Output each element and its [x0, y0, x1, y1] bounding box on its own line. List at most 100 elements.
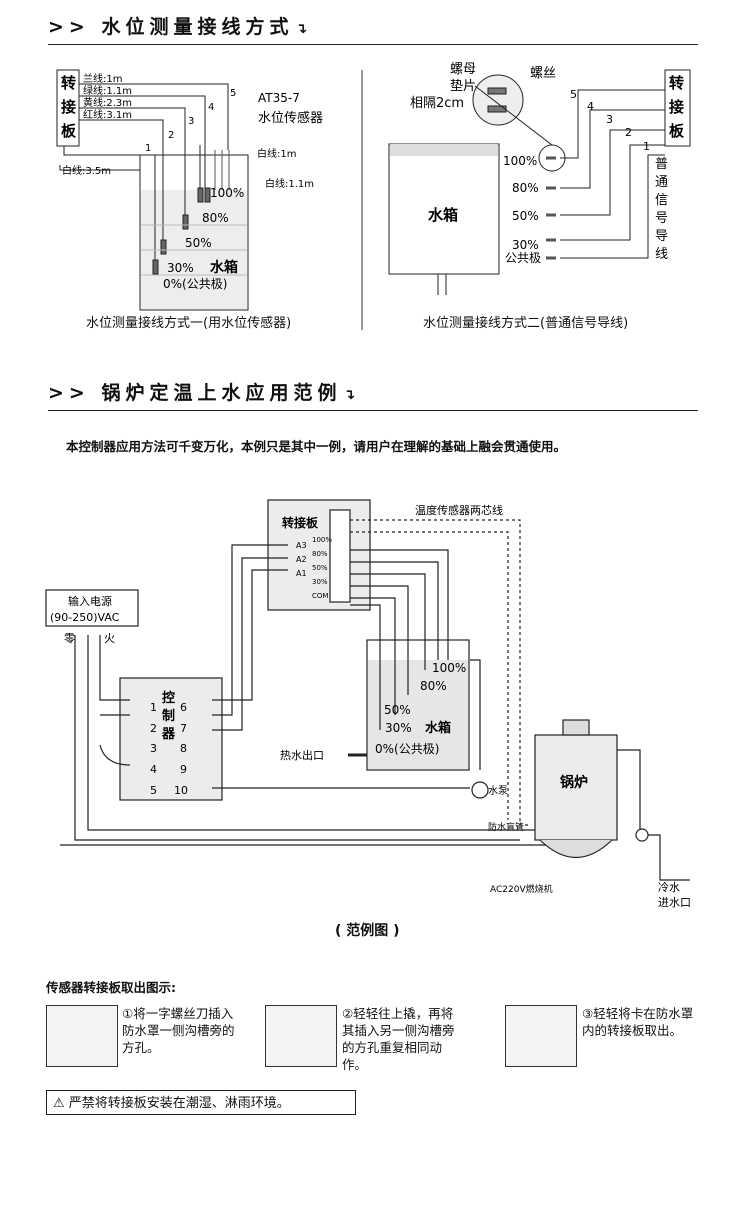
- section2-title: >> 锅炉定温上水应用范例↴: [48, 382, 361, 404]
- term-8: 8: [180, 742, 187, 755]
- ctrl-char3: 器: [161, 727, 176, 742]
- step3-image: [505, 1005, 577, 1067]
- board-com: COM: [312, 592, 328, 600]
- board2-char2: 接: [669, 98, 684, 116]
- signal-c5: 导: [655, 229, 668, 244]
- removal-title: 传感器转接板取出图示:: [46, 980, 176, 995]
- board-30: 30%: [312, 578, 328, 586]
- nut-label: 螺母: [450, 62, 476, 77]
- wire-red: 红线:3.1m: [83, 108, 132, 121]
- signal-c4: 号: [655, 211, 668, 226]
- white-1m: 白线:1m: [257, 147, 296, 160]
- wiring-diagram-1-and-2: 转 接 板 兰线:1m 绿线:1.1m 黄线:2.3m 红线:3.1m 1 2 …: [56, 62, 691, 330]
- burner-label: AC220V燃烧机: [490, 883, 553, 895]
- board-a3: A3: [296, 541, 307, 550]
- pump-symbol: [471, 781, 489, 799]
- tank-2: [388, 143, 500, 275]
- level-80: 80%: [202, 211, 229, 225]
- zero-label: 零: [64, 632, 75, 645]
- wire-yellow: 黄线:2.3m: [83, 96, 132, 109]
- cold-inlet-1: 冷水: [658, 881, 680, 894]
- d2-level-50: 50%: [512, 209, 539, 223]
- power-box: [45, 589, 139, 627]
- section2-divider: [48, 410, 698, 411]
- d2-num-4: 4: [587, 100, 594, 113]
- caption-example: ( 范例图 ): [335, 923, 400, 939]
- signal-c3: 信: [655, 193, 668, 208]
- power-range: (90-250)VAC: [50, 611, 120, 624]
- white-35m: 白线:3.5m: [62, 164, 111, 177]
- pump-label: 水泵: [488, 785, 508, 797]
- board1-char1: 转: [61, 74, 76, 92]
- d2-level-com: 公共极: [505, 251, 541, 265]
- ctrl-char2: 制: [162, 708, 175, 724]
- term-5: 5: [150, 784, 157, 797]
- d2-level-100: 100%: [503, 154, 537, 168]
- spacing-label: 相隔2cm: [410, 96, 464, 111]
- tank3-label: 水箱: [425, 720, 451, 736]
- step2-text: ②轻轻往上撬，再将其插入另一侧沟槽旁的方孔重复相同动作。: [342, 1006, 455, 1072]
- level-50: 50%: [185, 236, 212, 250]
- step2-image: [265, 1005, 337, 1067]
- num-2: 2: [168, 130, 174, 141]
- signal-c1: 普: [655, 157, 668, 172]
- d2-num-3: 3: [606, 113, 613, 126]
- cold-inlet-2: 进水口: [658, 896, 691, 909]
- board-box-2: [664, 69, 691, 147]
- d2-num-2: 2: [625, 126, 632, 139]
- d3-level-30: 30%: [385, 721, 412, 735]
- gasket-label: 垫片: [450, 78, 476, 94]
- board2-char1: 转: [669, 74, 684, 92]
- warning-icon: ⚠: [53, 1096, 65, 1111]
- d3-level-100: 100%: [432, 661, 466, 675]
- board1-char3: 板: [61, 122, 77, 140]
- num-3: 3: [188, 116, 194, 127]
- transfer-board: [267, 499, 371, 611]
- d2-num-1: 1: [643, 140, 650, 153]
- d3-level-80: 80%: [420, 679, 447, 693]
- usage-note: 本控制器应用方法可千变万化，本例只是其中一例，请用户在理解的基础上融会贯通使用。: [66, 439, 567, 454]
- temp-sensor-label: 温度传感器两芯线: [415, 503, 503, 517]
- sensor-name: 水位传感器: [258, 110, 323, 126]
- term-3: 3: [150, 742, 157, 755]
- num-4: 4: [208, 102, 214, 113]
- boiler-body: [534, 734, 618, 841]
- sensor-model: AT35-7: [258, 91, 300, 105]
- board3-label: 转接板: [282, 515, 319, 530]
- caption-diagram1: 水位测量接线方式一(用水位传感器): [86, 316, 292, 331]
- warning-text: 严禁将转接板安装在潮湿、淋雨环境。: [68, 1096, 290, 1111]
- term-2: 2: [150, 722, 157, 735]
- white-11m: 白线:1.1m: [265, 177, 314, 190]
- step1-image: [46, 1005, 118, 1067]
- step1-text: ①将一字螺丝刀插入防水罩一侧沟槽旁的方孔。: [122, 1006, 235, 1055]
- board-a1: A1: [296, 569, 307, 578]
- boiler-label: 锅炉: [560, 774, 588, 791]
- wire-green: 绿线:1.1m: [83, 84, 132, 97]
- num-5: 5: [230, 88, 236, 99]
- term-6: 6: [180, 701, 187, 714]
- term-7: 7: [180, 722, 187, 735]
- step3-text: ③轻轻将卡在防水罩内的转接板取出。: [582, 1006, 694, 1038]
- fire-label: 火: [104, 632, 115, 645]
- tank2-label: 水箱: [428, 206, 458, 224]
- hot-outlet-label: 热水出口: [280, 748, 324, 762]
- warning-box: ⚠ 严禁将转接板安装在潮湿、淋雨环境。: [46, 1090, 356, 1115]
- diagram2: [388, 69, 691, 295]
- board-50: 50%: [312, 564, 328, 572]
- dry-tube-label: 防水盲管: [488, 821, 524, 833]
- term-1: 1: [150, 701, 157, 714]
- board1-char2: 接: [61, 98, 76, 116]
- d2-level-80: 80%: [512, 181, 539, 195]
- ctrl-char1: 控: [162, 690, 175, 706]
- signal-c2: 通: [655, 175, 668, 190]
- level-100: 100%: [210, 186, 244, 200]
- board-100: 100%: [312, 536, 332, 544]
- section1-title: >> 水位测量接线方式↴: [48, 16, 313, 38]
- diagram1: [56, 69, 249, 311]
- signal-c6: 线: [655, 247, 668, 262]
- term-4: 4: [150, 763, 157, 776]
- tank1-label: 水箱: [210, 259, 238, 276]
- board2-char3: 板: [669, 122, 685, 140]
- caption-diagram2: 水位测量接线方式二(普通信号导线): [423, 316, 629, 331]
- term-10: 10: [174, 784, 188, 797]
